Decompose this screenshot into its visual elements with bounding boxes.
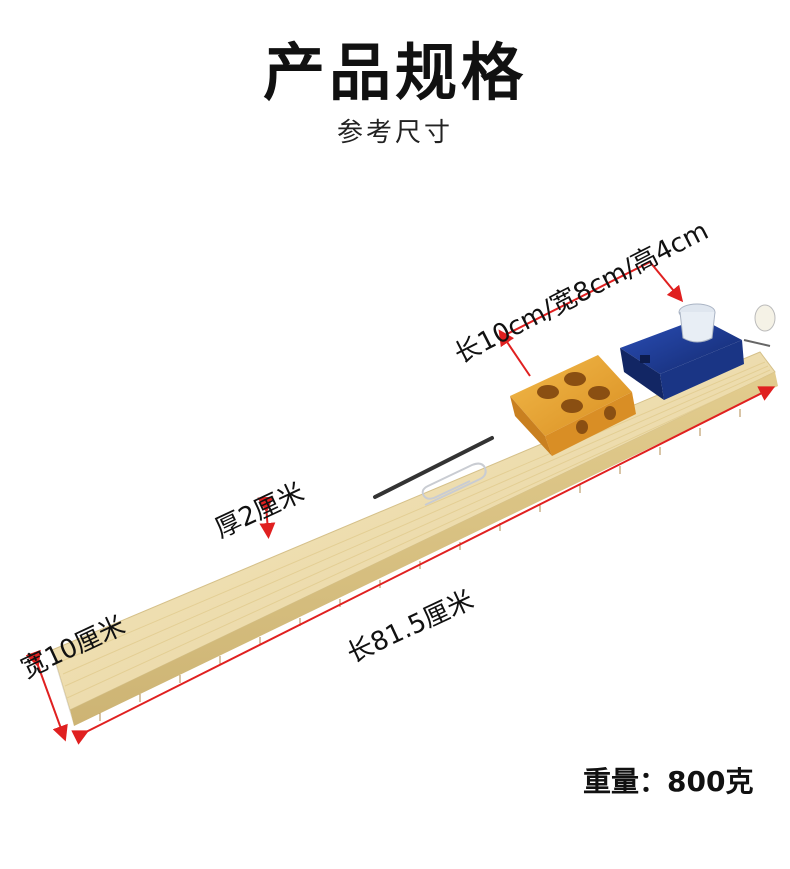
wooden-board: [51, 351, 778, 726]
dimension-lines: [25, 261, 776, 745]
page-subtitle: 参考尺寸: [336, 118, 453, 148]
weight-label: 重量：: [583, 765, 668, 798]
weight-value: 800克: [667, 765, 754, 798]
weight-info: 重量：800克: [583, 760, 753, 800]
page-title: 产品规格: [262, 36, 527, 109]
